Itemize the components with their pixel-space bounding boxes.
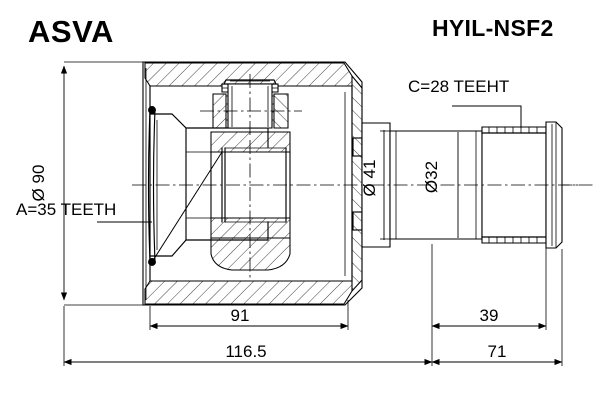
diameter-32-label: Ø32	[422, 161, 441, 193]
tripod-roller-bearing	[200, 74, 302, 135]
inner-spline-label: A=35 TEETH	[16, 200, 116, 219]
dimension-116-5-label: 116.5	[225, 342, 266, 361]
dimension-71: 71	[431, 249, 563, 366]
dimension-91-label: 91	[231, 306, 250, 325]
outer-spline-callout: C=28 TEEHT	[408, 77, 522, 128]
part-number: HYIL-NSF2	[432, 15, 554, 41]
dimension-116-5: 116.5	[63, 306, 433, 366]
diameter-90-label: Ø 90	[29, 165, 48, 202]
outer-spline-label: C=28 TEEHT	[408, 77, 509, 96]
brand-logo: ASVA	[28, 14, 114, 49]
dimension-39-label: 39	[480, 306, 499, 325]
output-shaft	[361, 121, 580, 249]
dimension-diameter-90: Ø 90	[29, 61, 143, 306]
dimension-91: 91	[149, 300, 349, 330]
inner-spline-callout: A=35 TEETH	[16, 151, 223, 263]
diameter-41-label: Ø 41	[360, 160, 379, 197]
dimension-39: 39	[431, 244, 547, 330]
dimension-diameter-32: Ø32	[422, 130, 464, 240]
dimension-diameter-41: Ø 41	[360, 130, 392, 240]
dimension-71-label: 71	[488, 342, 507, 361]
